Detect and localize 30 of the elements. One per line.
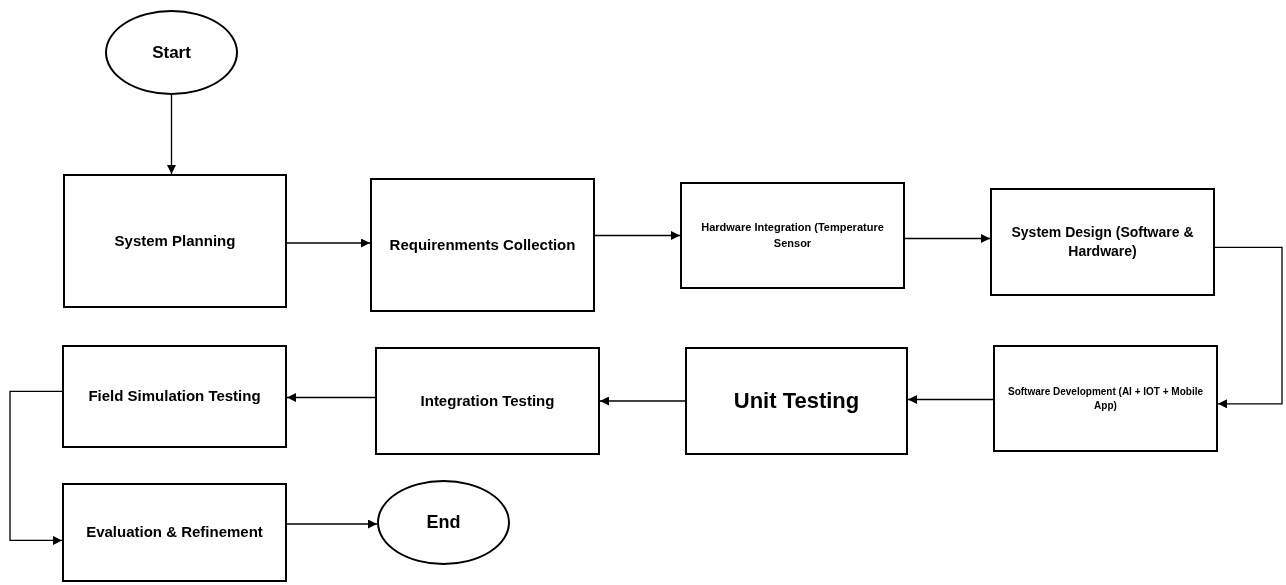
node-label: Field Simulation Testing: [88, 386, 261, 407]
process-box: [375, 347, 600, 455]
process-box: [62, 345, 287, 448]
node-label: System Planning: [114, 230, 236, 251]
arrow: [167, 94, 176, 175]
arrow: [9, 390, 63, 545]
process-box: [685, 347, 908, 455]
node-label: System Design (Software & Hardware): [1010, 222, 1195, 261]
arrow: [907, 395, 994, 404]
arrow: [594, 231, 681, 240]
process-box: [63, 174, 287, 308]
node-label: Integration Testing: [420, 390, 555, 411]
node-label: Hardware Integration (Temperature Sensor: [700, 220, 885, 251]
node-label: Unit Testing: [733, 386, 860, 415]
arrow: [904, 234, 991, 243]
arrow: [1214, 246, 1283, 409]
node-label: Evaluation & Refinement: [86, 522, 263, 543]
node-label: End: [426, 511, 461, 535]
node-label: Start: [152, 41, 191, 64]
arrow: [286, 238, 371, 248]
process-box: [993, 345, 1218, 452]
arrow: [286, 393, 376, 402]
node-label: Requirenments Collection: [389, 234, 576, 255]
node-label: Software Development (AI + IOT + Mobile App): [1007, 384, 1204, 413]
process-box: [370, 178, 595, 312]
process-box: [990, 188, 1215, 296]
arrow: [599, 396, 686, 406]
process-box: [62, 483, 287, 582]
process-box: [680, 182, 905, 289]
arrow: [286, 519, 378, 529]
